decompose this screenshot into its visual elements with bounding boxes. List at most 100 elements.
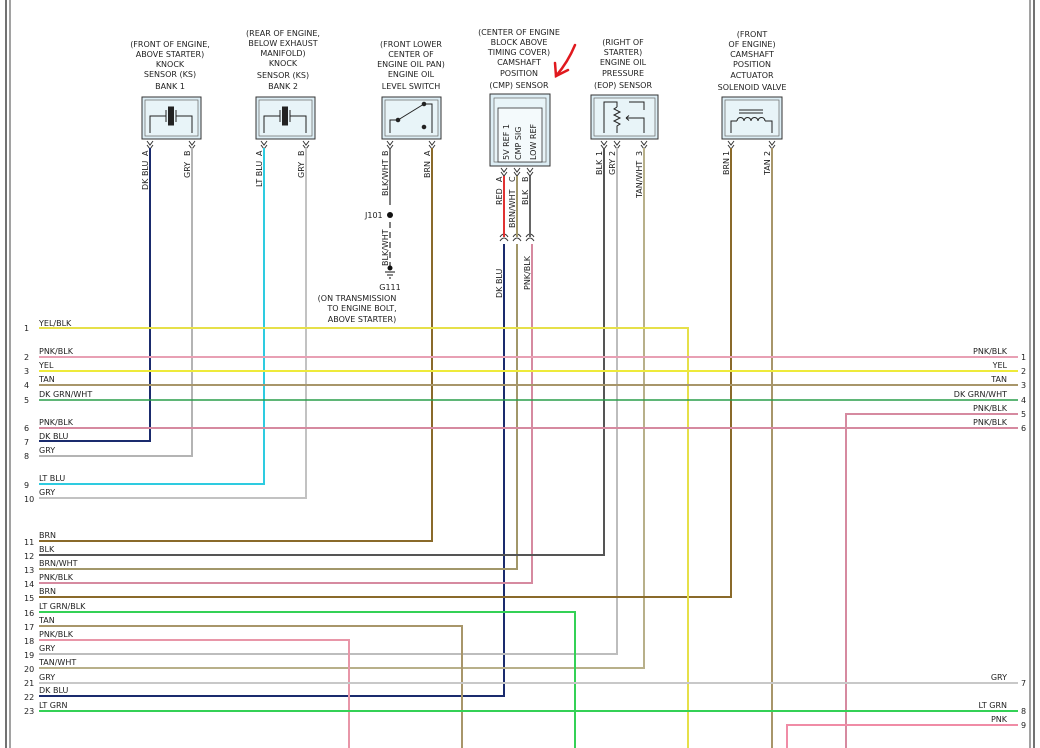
left-pin-number: 3 xyxy=(24,367,29,376)
svg-text:(FRONT LOWER: (FRONT LOWER xyxy=(380,40,442,49)
left-pin-number: 1 xyxy=(24,324,29,333)
left-pin-number: 7 xyxy=(24,438,29,447)
caption-cmp-sensor: (CENTER OF ENGINE BLOCK ABOVE TIMING COV… xyxy=(478,28,560,90)
left-pin-number: 22 xyxy=(24,693,34,702)
svg-text:ENGINE OIL PAN): ENGINE OIL PAN) xyxy=(377,60,445,69)
svg-text:STARTER): STARTER) xyxy=(604,48,642,57)
knock-sensor-symbol xyxy=(149,106,193,133)
svg-text:BLK: BLK xyxy=(521,189,530,205)
right-wire-label: TAN xyxy=(990,375,1007,384)
left-wire-label: YEL/BLK xyxy=(38,319,72,328)
right-wire-label: LT GRN xyxy=(978,701,1007,710)
left-wire-label: GRY xyxy=(39,488,55,497)
knock-sensor-bank-2 xyxy=(255,96,316,140)
right-pin-number: 3 xyxy=(1021,381,1026,390)
svg-text:TO ENGINE BOLT,: TO ENGINE BOLT, xyxy=(326,304,396,313)
svg-text:CAMSHAFT: CAMSHAFT xyxy=(497,58,541,67)
left-pin-number: 10 xyxy=(24,495,34,504)
ground-g111: G111 (ON TRANSMISSION TO ENGINE BOLT, AB… xyxy=(318,265,401,324)
left-wire-label: DK GRN/WHT xyxy=(39,390,92,399)
left-wire-label: BRN xyxy=(39,587,56,596)
svg-text:TIMING COVER): TIMING COVER) xyxy=(487,48,550,57)
left-pin-number: 17 xyxy=(24,623,34,632)
left-wire-label: TAN/WHT xyxy=(38,658,76,667)
svg-text:BRN: BRN xyxy=(423,161,432,178)
left-wire-label: PNK/BLK xyxy=(39,347,74,356)
cmp-internal-low-ref: LOW REF xyxy=(529,123,538,160)
svg-text:BELOW EXHAUST: BELOW EXHAUST xyxy=(248,39,317,48)
svg-text:A: A xyxy=(255,150,264,156)
svg-text:1: 1 xyxy=(722,151,731,156)
svg-text:TAN/WHT: TAN/WHT xyxy=(635,161,644,199)
right-pin-number: 9 xyxy=(1021,721,1026,730)
page-frame xyxy=(5,0,1035,748)
svg-text:GRY: GRY xyxy=(608,159,617,175)
left-wire-label: GRY xyxy=(39,644,55,653)
svg-text:CAMSHAFT: CAMSHAFT xyxy=(730,50,774,59)
left-wire-label: GRY xyxy=(39,673,55,682)
svg-text:3: 3 xyxy=(635,151,644,156)
svg-text:ABOVE STARTER): ABOVE STARTER) xyxy=(136,50,204,59)
left-pin-number: 4 xyxy=(24,381,29,390)
right-pin-number: 7 xyxy=(1021,679,1026,688)
right-wire-label: PNK/BLK xyxy=(973,347,1008,356)
svg-text:BANK 2: BANK 2 xyxy=(268,82,298,91)
left-wire-label: YEL xyxy=(38,361,54,370)
svg-text:BLOCK ABOVE: BLOCK ABOVE xyxy=(491,38,548,47)
svg-text:(FRONT OF ENGINE,: (FRONT OF ENGINE, xyxy=(130,40,210,49)
svg-text:GRY: GRY xyxy=(183,162,192,178)
connector-chevrons xyxy=(146,140,776,242)
svg-text:A: A xyxy=(423,150,432,156)
svg-text:A: A xyxy=(495,176,504,182)
right-wire-label: GRY xyxy=(991,673,1007,682)
right-pin-number: 8 xyxy=(1021,707,1026,716)
svg-text:B: B xyxy=(297,151,306,157)
right-pin-number: 5 xyxy=(1021,410,1026,419)
caption-camshaft-actuator-solenoid: (FRONT OF ENGINE) CAMSHAFT POSITION ACTU… xyxy=(718,30,787,92)
left-pin-number: 14 xyxy=(24,580,34,589)
svg-text:DK BLU: DK BLU xyxy=(141,161,150,190)
svg-text:B: B xyxy=(381,151,390,157)
left-connector: 1 YEL/BLK 2 PNK/BLK 3 YEL 4 TAN 5 DK GRN… xyxy=(24,319,92,716)
right-pin-number: 1 xyxy=(1021,353,1026,362)
svg-text:(REAR OF ENGINE,: (REAR OF ENGINE, xyxy=(246,29,320,38)
left-wire-label: GRY xyxy=(39,446,55,455)
left-wire-label: LT GRN/BLK xyxy=(39,602,86,611)
svg-text:CENTER OF: CENTER OF xyxy=(388,50,434,59)
potentiometer-symbol xyxy=(603,101,645,133)
svg-text:BLK/WHT: BLK/WHT xyxy=(381,229,390,266)
solenoid-coil-symbol xyxy=(730,109,773,133)
svg-text:(RIGHT OF: (RIGHT OF xyxy=(602,38,644,47)
left-pin-number: 12 xyxy=(24,552,34,561)
svg-text:2: 2 xyxy=(608,151,617,156)
left-pin-number: 15 xyxy=(24,594,34,603)
svg-text:POSITION: POSITION xyxy=(500,69,538,78)
left-pin-number: 21 xyxy=(24,679,34,688)
left-wire-label: LT GRN xyxy=(39,701,68,710)
svg-text:ENGINE OIL: ENGINE OIL xyxy=(388,70,435,79)
caption-knock-sensor-bank-2: (REAR OF ENGINE, BELOW EXHAUST MANIFOLD)… xyxy=(246,29,320,91)
svg-text:(FRONT: (FRONT xyxy=(737,30,768,39)
right-wire-label: PNK xyxy=(991,715,1008,724)
left-wire-label: DK BLU xyxy=(39,432,68,441)
svg-text:BLK: BLK xyxy=(595,159,604,175)
svg-text:(EOP) SENSOR: (EOP) SENSOR xyxy=(594,81,652,90)
annotation-arrow xyxy=(553,43,577,78)
svg-text:(ON TRANSMISSION: (ON TRANSMISSION xyxy=(318,294,397,303)
svg-text:2: 2 xyxy=(763,151,772,156)
left-wire-label: BRN/WHT xyxy=(39,559,78,568)
left-pin-number: 19 xyxy=(24,651,34,660)
left-pin-number: 23 xyxy=(24,707,34,716)
left-wire-label: PNK/BLK xyxy=(39,573,74,582)
right-wire-label: PNK/BLK xyxy=(973,418,1008,427)
svg-text:B: B xyxy=(183,151,192,157)
left-wire-label: TAN xyxy=(38,375,55,384)
bus-wires xyxy=(39,327,1018,748)
eop-sensor xyxy=(590,94,659,140)
right-wire-label: PNK/BLK xyxy=(973,404,1008,413)
svg-text:BRN: BRN xyxy=(722,158,731,175)
svg-text:LEVEL SWITCH: LEVEL SWITCH xyxy=(382,82,440,91)
left-pin-number: 6 xyxy=(24,424,29,433)
svg-text:G111: G111 xyxy=(379,283,400,292)
left-pin-number: 5 xyxy=(24,396,29,405)
